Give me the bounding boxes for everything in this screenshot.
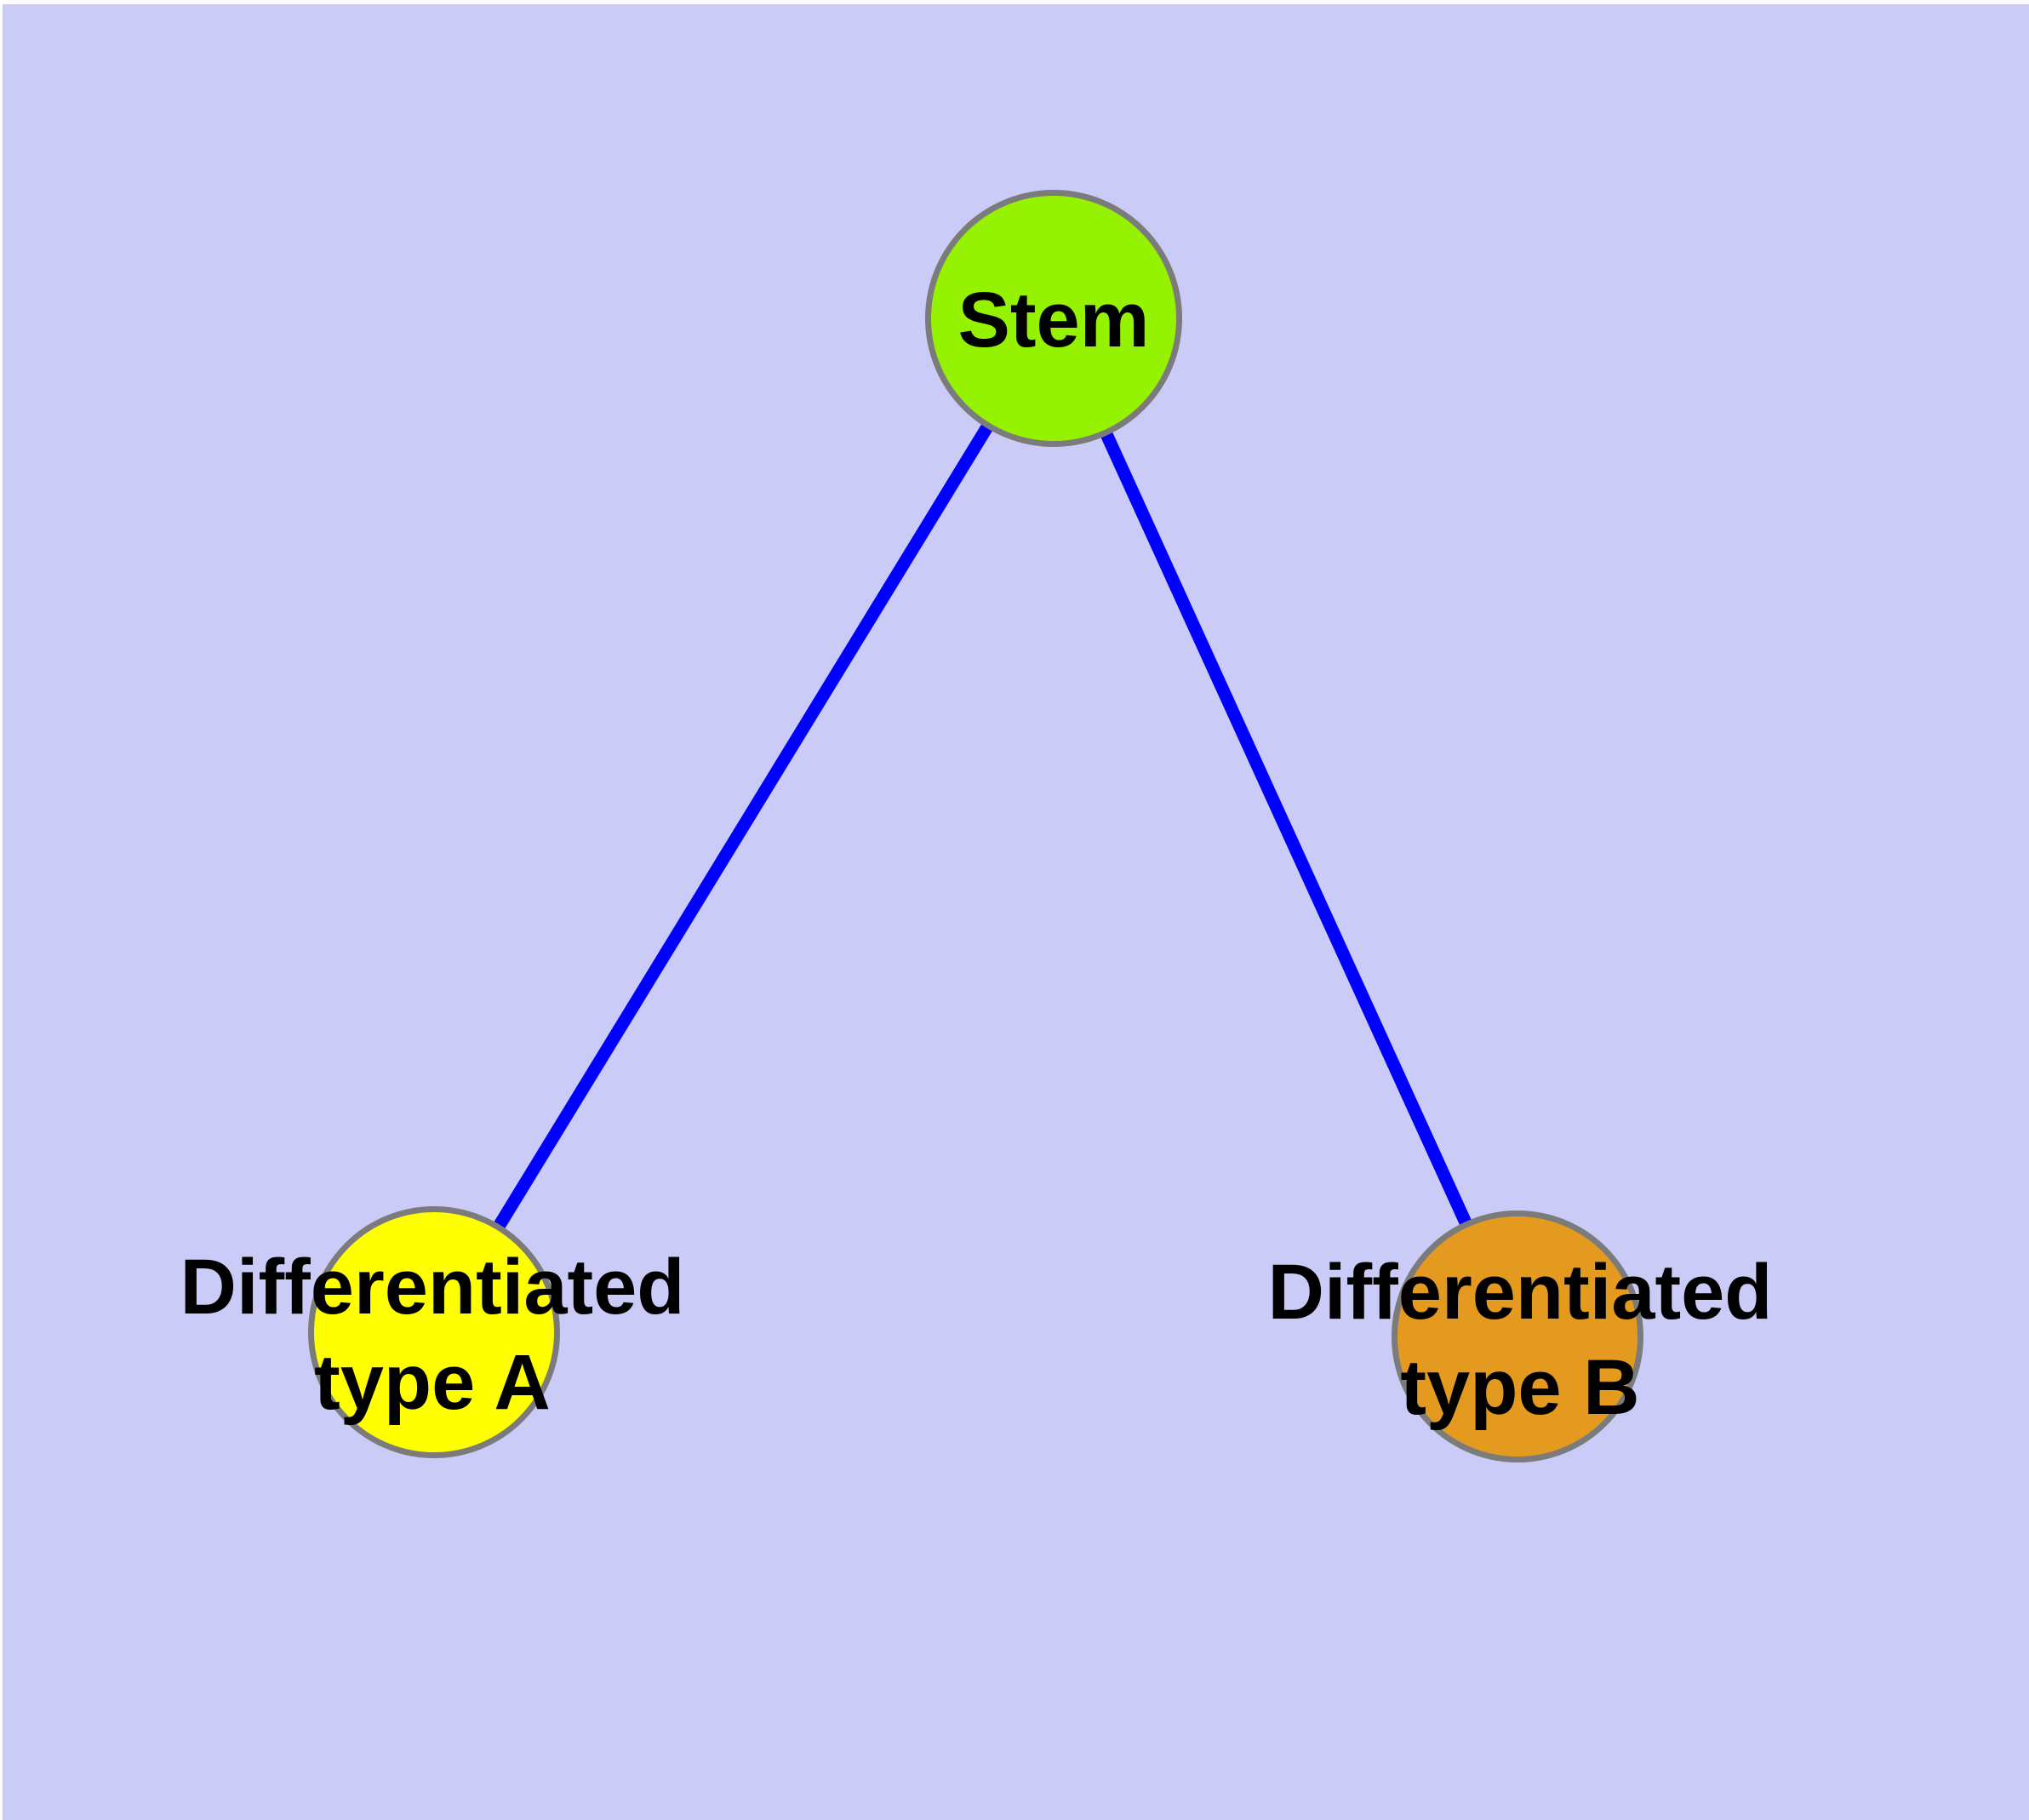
edge-stem-to-type-a: [428, 315, 1060, 1336]
node-differentiated-type-b-label-line1: Differentiated: [1267, 1249, 1773, 1336]
node-differentiated-type-a: [308, 1206, 560, 1458]
node-differentiated-type-a-label-line2: type A: [314, 1339, 551, 1426]
node-stem-label: Stem: [958, 272, 1150, 368]
node-differentiated-type-b-label: Differentiated type B: [1268, 1245, 1773, 1435]
node-differentiated-type-a-label-line1: Differentiated: [180, 1244, 685, 1331]
node-stem-label-line1: Stem: [957, 277, 1150, 363]
node-differentiated-type-b-label-line2: type B: [1400, 1344, 1640, 1431]
node-differentiated-type-b: [1392, 1210, 1643, 1462]
node-differentiated-type-a-label: Differentiated type A: [180, 1239, 685, 1430]
edge-stem-to-type-b: [1048, 315, 1523, 1340]
node-stem: [925, 190, 1182, 447]
